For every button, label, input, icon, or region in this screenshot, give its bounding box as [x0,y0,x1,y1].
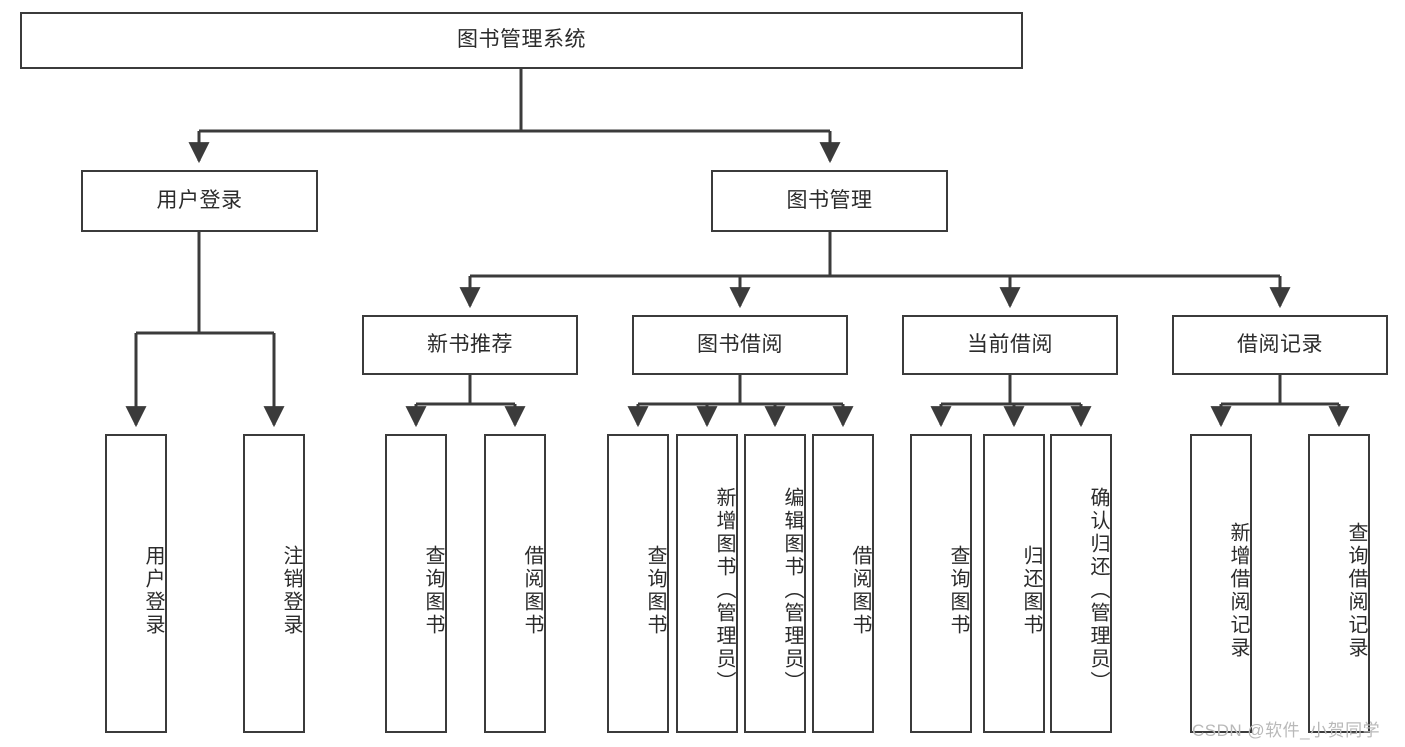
node-leaf-borrow-book-2-label: 借阅图书 [849,544,871,637]
node-leaf-edit-book[interactable]: 编辑图书（管理员） [744,434,806,733]
node-leaf-borrow-book-2[interactable]: 借阅图书 [812,434,874,733]
node-leaf-query-book-1-label: 查询图书 [422,544,444,637]
node-leaf-query-record-label: 查询借阅记录 [1345,521,1367,660]
node-leaf-add-book-label: 新增图书（管理员） [713,487,735,694]
node-leaf-edit-book-label: 编辑图书（管理员） [781,487,803,694]
node-book-borrow-label: 图书借阅 [697,332,783,356]
node-leaf-add-book[interactable]: 新增图书（管理员） [676,434,738,733]
node-leaf-return-book[interactable]: 归还图书 [983,434,1045,733]
node-leaf-logout[interactable]: 注销登录 [243,434,305,733]
node-user-login-label: 用户登录 [156,188,243,212]
node-leaf-add-record[interactable]: 新增借阅记录 [1190,434,1252,733]
node-leaf-add-record-label: 新增借阅记录 [1227,521,1249,660]
node-leaf-confirm-return[interactable]: 确认归还（管理员） [1050,434,1112,733]
node-leaf-query-record[interactable]: 查询借阅记录 [1308,434,1370,733]
node-current-borrow[interactable]: 当前借阅 [902,315,1118,375]
node-new-book-recommend[interactable]: 新书推荐 [362,315,578,375]
node-leaf-query-book-3[interactable]: 查询图书 [910,434,972,733]
node-leaf-logout-label: 注销登录 [280,544,302,637]
node-root[interactable]: 图书管理系统 [20,12,1023,69]
node-leaf-borrow-book-1[interactable]: 借阅图书 [484,434,546,733]
node-borrow-records-label: 借阅记录 [1237,332,1323,356]
node-new-book-recommend-label: 新书推荐 [427,332,513,356]
node-book-manage-label: 图书管理 [786,188,873,212]
node-leaf-query-book-1[interactable]: 查询图书 [385,434,447,733]
node-borrow-records[interactable]: 借阅记录 [1172,315,1388,375]
csdn-watermark: CSDN @软件_小贺同学 [1192,721,1381,740]
node-current-borrow-label: 当前借阅 [967,332,1053,356]
node-leaf-confirm-return-label: 确认归还（管理员） [1087,487,1109,694]
node-leaf-user-login-label: 用户登录 [142,544,164,637]
node-leaf-query-book-3-label: 查询图书 [947,544,969,637]
node-leaf-query-book-2[interactable]: 查询图书 [607,434,669,733]
node-leaf-user-login[interactable]: 用户登录 [105,434,167,733]
node-book-borrow[interactable]: 图书借阅 [632,315,848,375]
node-leaf-return-book-label: 归还图书 [1020,544,1042,637]
node-leaf-query-book-2-label: 查询图书 [644,544,666,637]
node-book-manage[interactable]: 图书管理 [711,170,948,232]
node-root-label: 图书管理系统 [457,28,586,52]
node-user-login[interactable]: 用户登录 [81,170,318,232]
node-leaf-borrow-book-1-label: 借阅图书 [521,544,543,637]
